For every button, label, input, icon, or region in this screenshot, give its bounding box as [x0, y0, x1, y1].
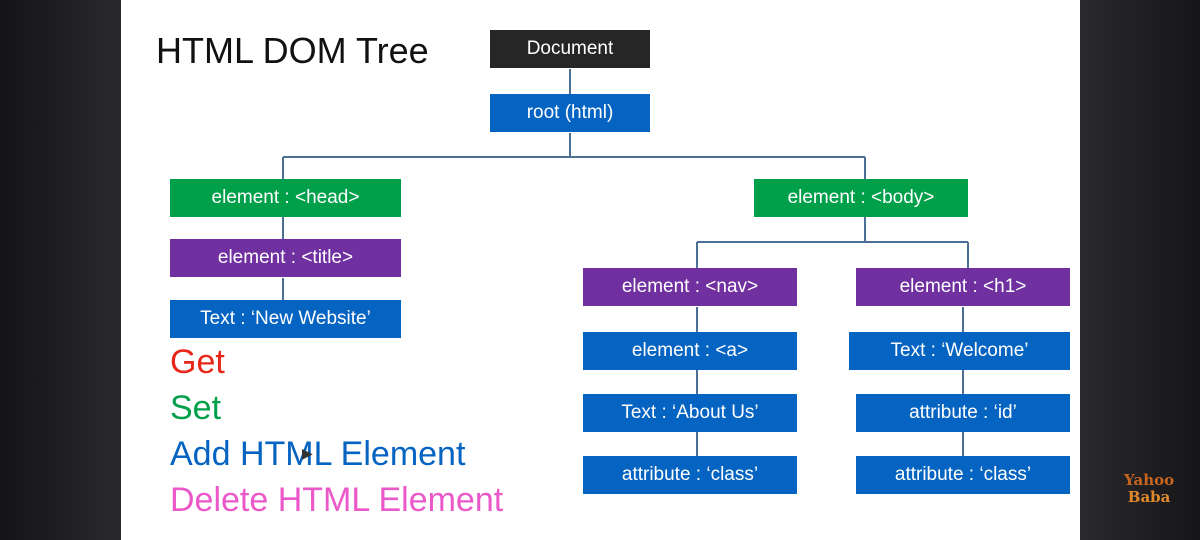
node-title: element : <title> — [170, 239, 401, 277]
channel-logo: Yahoo Baba — [1124, 472, 1174, 506]
action-get: Get — [170, 343, 225, 381]
node-title-text: Text : ‘New Website’ — [170, 300, 401, 338]
node-h1-text: Text : ‘Welcome’ — [849, 332, 1070, 370]
node-h1: element : <h1> — [856, 268, 1070, 306]
action-delete: Delete HTML Element — [170, 481, 504, 519]
node-h1-attr-class: attribute : ‘class’ — [856, 456, 1070, 494]
page-title: HTML DOM Tree — [156, 30, 429, 71]
logo-line-2: Baba — [1127, 488, 1171, 506]
left-frame — [0, 0, 121, 540]
action-set: Set — [170, 389, 222, 427]
right-frame — [1080, 0, 1200, 540]
node-root: root (html) — [490, 94, 650, 132]
mouse-cursor-icon: ▶ — [302, 445, 313, 461]
logo-line-1: Yahoo — [1124, 471, 1175, 489]
node-head: element : <head> — [170, 179, 401, 217]
action-add: Add HTML Element — [170, 435, 466, 473]
node-document: Document — [490, 30, 650, 68]
node-h1-attr-id: attribute : ‘id’ — [856, 394, 1070, 432]
node-body: element : <body> — [754, 179, 968, 217]
node-a: element : <a> — [583, 332, 797, 370]
node-a-attr-class: attribute : ‘class’ — [583, 456, 797, 494]
node-a-text: Text : ‘About Us’ — [583, 394, 797, 432]
node-nav: element : <nav> — [583, 268, 797, 306]
